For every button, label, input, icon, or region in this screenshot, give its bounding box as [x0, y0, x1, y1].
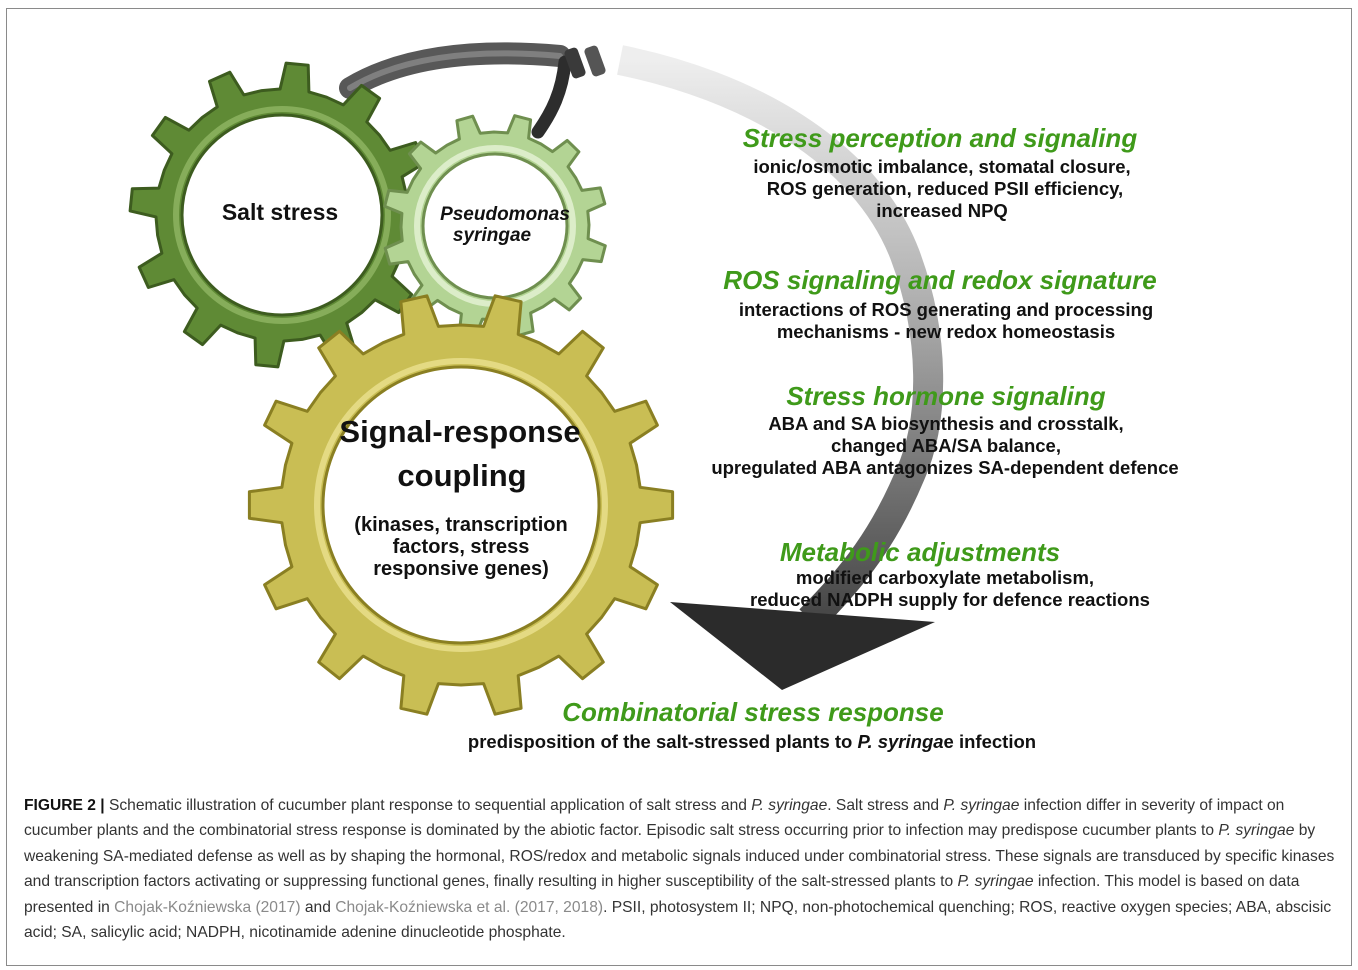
outcome-line: predisposition of the salt-stressed plan…: [468, 731, 1036, 752]
stage-3-line-1: ABA and SA biosynthesis and crosstalk,: [768, 413, 1123, 434]
pseudomonas-label-line2: syringae: [453, 225, 532, 246]
signal-response-sub-line2: factors, stress: [393, 536, 530, 558]
salt-stress-gear: [128, 61, 436, 369]
stage-4-line-1: modified carboxylate metabolism,: [796, 567, 1094, 588]
citation-link-2[interactable]: Chojak-Koźniewska et al. (2017, 2018): [335, 898, 604, 916]
signal-response-label-line1: Signal-response: [339, 414, 580, 449]
stage-2-line-1: interactions of ROS generating and proce…: [739, 299, 1153, 320]
stage-1-title: Stress perception and signaling: [743, 123, 1138, 153]
salt-stress-label: Salt stress: [222, 199, 338, 225]
figure-caption: FIGURE 2 | Schematic illustration of cuc…: [24, 797, 1335, 942]
stage-2-line-2: mechanisms - new redox homeostasis: [777, 321, 1115, 342]
signal-response-sub-line1: (kinases, transcription: [354, 514, 567, 536]
outcome-title: Combinatorial stress response: [562, 697, 943, 727]
pseudomonas-gear: [383, 114, 607, 338]
stress-response-diagram: Salt stress Pseudomonas syringae Signal-…: [128, 42, 1179, 752]
process-arrow: [617, 45, 944, 690]
stage-3-title: Stress hormone signaling: [786, 381, 1105, 411]
stage-1-line-1: ionic/osmotic imbalance, stomatal closur…: [753, 156, 1130, 177]
citation-link-1[interactable]: Chojak-Koźniewska (2017): [114, 898, 301, 916]
figure-label: FIGURE 2 |: [24, 797, 105, 814]
signal-response-sub-line3: responsive genes): [373, 558, 549, 580]
stage-3-line-2: changed ABA/SA balance,: [831, 435, 1061, 456]
arrow-head: [670, 602, 935, 690]
stage-1-line-2: ROS generation, reduced PSII efficiency,: [767, 178, 1123, 199]
stage-2-title: ROS signaling and redox signature: [723, 265, 1156, 295]
stage-4-title: Metabolic adjustments: [780, 537, 1060, 567]
connector-pipe: [339, 42, 606, 139]
pseudomonas-label-line1: Pseudomonas: [440, 204, 570, 225]
stage-3-line-3: upregulated ABA antagonizes SA-dependent…: [711, 457, 1178, 478]
signal-response-label-line2: coupling: [397, 458, 526, 493]
stage-4-line-2: reduced NADPH supply for defence reactio…: [750, 589, 1150, 610]
signal-response-gear: [247, 294, 675, 716]
stage-1-line-3: increased NPQ: [876, 200, 1008, 221]
